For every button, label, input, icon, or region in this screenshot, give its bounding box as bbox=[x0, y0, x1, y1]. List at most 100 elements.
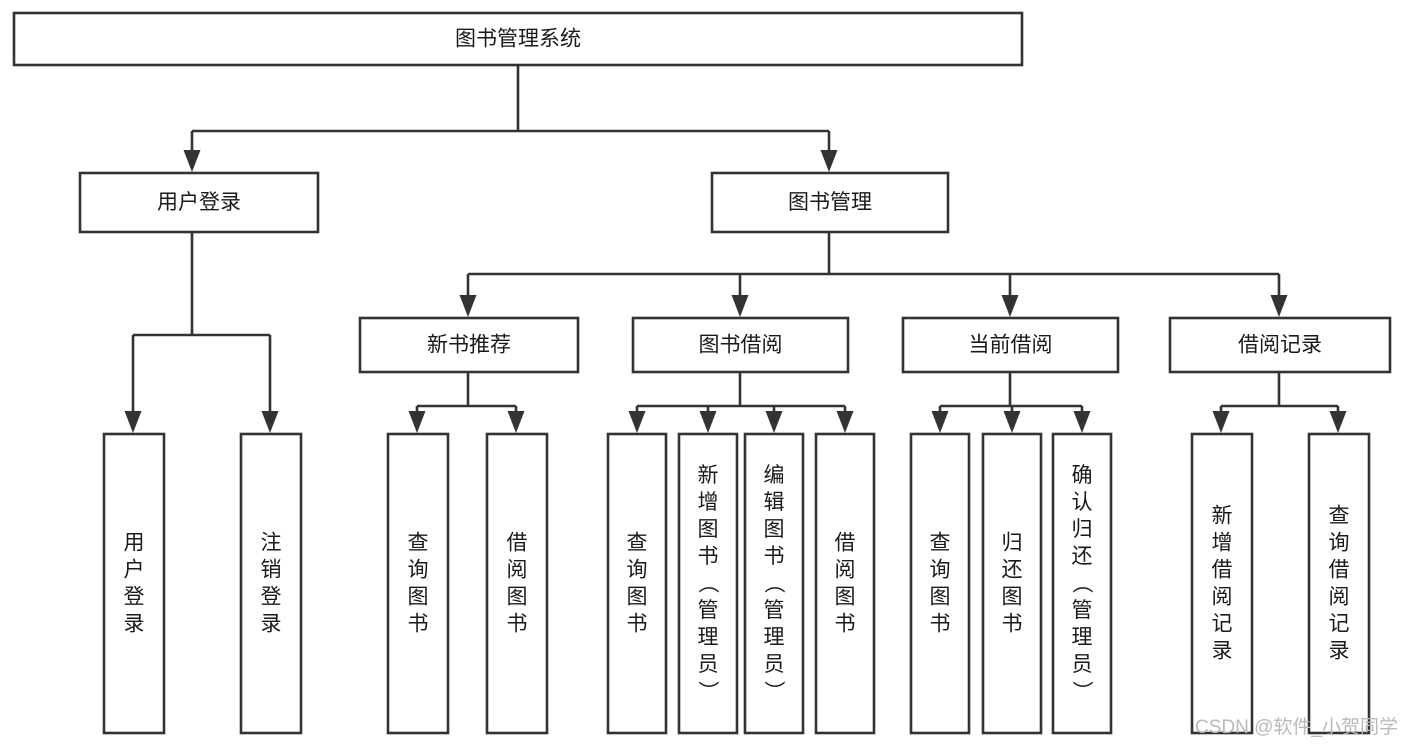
node-box-book-borrow[interactable] bbox=[631, 316, 850, 374]
node-box-leaf-query-borrow-record[interactable] bbox=[1307, 432, 1371, 735]
node-label-char: ） bbox=[696, 681, 719, 702]
node-label-char: 理 bbox=[764, 626, 785, 649]
node-label-char: 注 bbox=[261, 532, 282, 555]
node-box-root[interactable] bbox=[12, 11, 1024, 67]
node-current-borrow[interactable]: 当前借阅 bbox=[901, 316, 1120, 374]
node-label-char: 登 bbox=[261, 586, 282, 609]
node-label-char: 书 bbox=[835, 613, 856, 636]
node-label-char: 阅 bbox=[835, 559, 856, 582]
node-box-leaf-query-book-recommend[interactable] bbox=[386, 432, 450, 735]
node-box-book-management[interactable] bbox=[710, 171, 950, 234]
node-label-char: 认 bbox=[1072, 491, 1093, 514]
arrow-head-icon bbox=[1003, 411, 1021, 433]
node-label-char: 归 bbox=[1072, 518, 1093, 541]
node-label-char: 询 bbox=[408, 559, 429, 582]
node-root[interactable]: 图书管理系统 bbox=[12, 11, 1024, 67]
node-label-char: 阅 bbox=[1329, 586, 1350, 609]
node-label-char: 借 bbox=[507, 532, 528, 555]
node-label-char: 查 bbox=[627, 532, 648, 555]
node-box-current-borrow[interactable] bbox=[901, 316, 1120, 374]
arrow-head-icon bbox=[1212, 411, 1230, 433]
arrow-head-icon bbox=[699, 411, 717, 433]
nodes-layer: 图书管理系统用户登录图书管理新书推荐图书借阅当前借阅借阅记录用户登录用户登录注销… bbox=[12, 11, 1392, 735]
arrow-head-icon bbox=[836, 411, 854, 433]
node-box-new-book-recommend[interactable] bbox=[358, 316, 580, 374]
node-user-login[interactable]: 用户登录 bbox=[78, 171, 320, 234]
node-label-char: 图 bbox=[930, 586, 951, 609]
node-label-char: 用 bbox=[124, 532, 145, 555]
node-box-borrow-records[interactable] bbox=[1168, 316, 1392, 374]
node-box-leaf-query-book-borrow[interactable] bbox=[606, 432, 668, 735]
node-leaf-query-borrow-record[interactable]: 查询借阅记录查询借阅记录 bbox=[1307, 432, 1371, 735]
node-label-char: 户 bbox=[124, 559, 145, 582]
arrow-head-icon bbox=[183, 150, 201, 172]
arrow-head-icon bbox=[408, 411, 426, 433]
arrow-head-icon bbox=[820, 150, 838, 172]
node-label-char: 新 bbox=[1212, 505, 1233, 528]
node-label-char: 图 bbox=[698, 518, 719, 541]
node-label-char: 书 bbox=[507, 613, 528, 636]
node-book-management[interactable]: 图书管理 bbox=[710, 171, 950, 234]
node-box-leaf-query-book-current[interactable] bbox=[909, 432, 971, 735]
node-label-char: 图 bbox=[835, 586, 856, 609]
node-label-char: 查 bbox=[408, 532, 429, 555]
node-label-char: 书 bbox=[408, 613, 429, 636]
node-box-leaf-borrow-book[interactable] bbox=[814, 432, 876, 735]
connectors-layer bbox=[124, 65, 1347, 433]
node-leaf-return-book[interactable]: 归还图书归还图书 bbox=[981, 432, 1043, 735]
arrow-head-icon bbox=[459, 295, 477, 317]
node-label-char: 书 bbox=[627, 613, 648, 636]
node-label-book-borrow: 图书借阅 bbox=[699, 334, 783, 357]
node-leaf-user-logout[interactable]: 注销登录注销登录 bbox=[239, 432, 303, 735]
node-label-char: 登 bbox=[124, 586, 145, 609]
node-leaf-query-book-current[interactable]: 查询图书查询图书 bbox=[909, 432, 971, 735]
node-box-leaf-user-logout[interactable] bbox=[239, 432, 303, 735]
node-leaf-user-login[interactable]: 用户登录用户登录 bbox=[102, 432, 166, 735]
node-label-char: 询 bbox=[1329, 532, 1350, 555]
node-label-char: 书 bbox=[764, 545, 785, 568]
node-leaf-borrow-book-recommend[interactable]: 借阅图书借阅图书 bbox=[485, 432, 549, 735]
node-label-char: 确 bbox=[1072, 464, 1093, 487]
node-label-char: ） bbox=[762, 681, 785, 702]
node-box-leaf-edit-book-admin[interactable] bbox=[743, 432, 805, 735]
arrow-head-icon bbox=[1270, 295, 1288, 317]
node-label-char: （ bbox=[696, 573, 719, 594]
node-leaf-borrow-book[interactable]: 借阅图书借阅图书 bbox=[814, 432, 876, 735]
node-label-char: 借 bbox=[835, 532, 856, 555]
connector-group-book-borrow-to-leaves bbox=[628, 372, 854, 433]
node-label-char: 图 bbox=[627, 586, 648, 609]
node-label-char: 书 bbox=[930, 613, 951, 636]
node-label-char: 增 bbox=[698, 491, 719, 514]
arrow-head-icon bbox=[628, 411, 646, 433]
node-box-leaf-add-borrow-record[interactable] bbox=[1190, 432, 1254, 735]
node-box-leaf-confirm-return-admin[interactable] bbox=[1051, 432, 1113, 735]
node-box-user-login[interactable] bbox=[78, 171, 320, 234]
node-label-char: 图 bbox=[507, 586, 528, 609]
node-leaf-query-book-borrow[interactable]: 查询图书查询图书 bbox=[606, 432, 668, 735]
arrow-head-icon bbox=[507, 411, 525, 433]
node-borrow-records[interactable]: 借阅记录 bbox=[1168, 316, 1392, 374]
arrow-head-icon bbox=[731, 295, 749, 317]
node-box-leaf-add-book-admin[interactable] bbox=[677, 432, 739, 735]
node-box-leaf-return-book[interactable] bbox=[981, 432, 1043, 735]
node-leaf-query-book-recommend[interactable]: 查询图书查询图书 bbox=[386, 432, 450, 735]
node-leaf-add-borrow-record[interactable]: 新增借阅记录新增借阅记录 bbox=[1190, 432, 1254, 735]
node-label-char: （ bbox=[762, 573, 785, 594]
node-label-char: 图 bbox=[408, 586, 429, 609]
arrow-head-icon bbox=[124, 411, 142, 433]
node-box-leaf-borrow-book-recommend[interactable] bbox=[485, 432, 549, 735]
node-label-char: 图 bbox=[764, 518, 785, 541]
node-label-char: 查 bbox=[930, 532, 951, 555]
node-book-borrow[interactable]: 图书借阅 bbox=[631, 316, 850, 374]
node-label-current-borrow: 当前借阅 bbox=[969, 334, 1053, 357]
node-label-char: 询 bbox=[627, 559, 648, 582]
node-label-char: ） bbox=[1070, 681, 1093, 702]
node-box-leaf-user-login[interactable] bbox=[102, 432, 166, 735]
node-new-book-recommend[interactable]: 新书推荐 bbox=[358, 316, 580, 374]
arrow-head-icon bbox=[261, 411, 279, 433]
